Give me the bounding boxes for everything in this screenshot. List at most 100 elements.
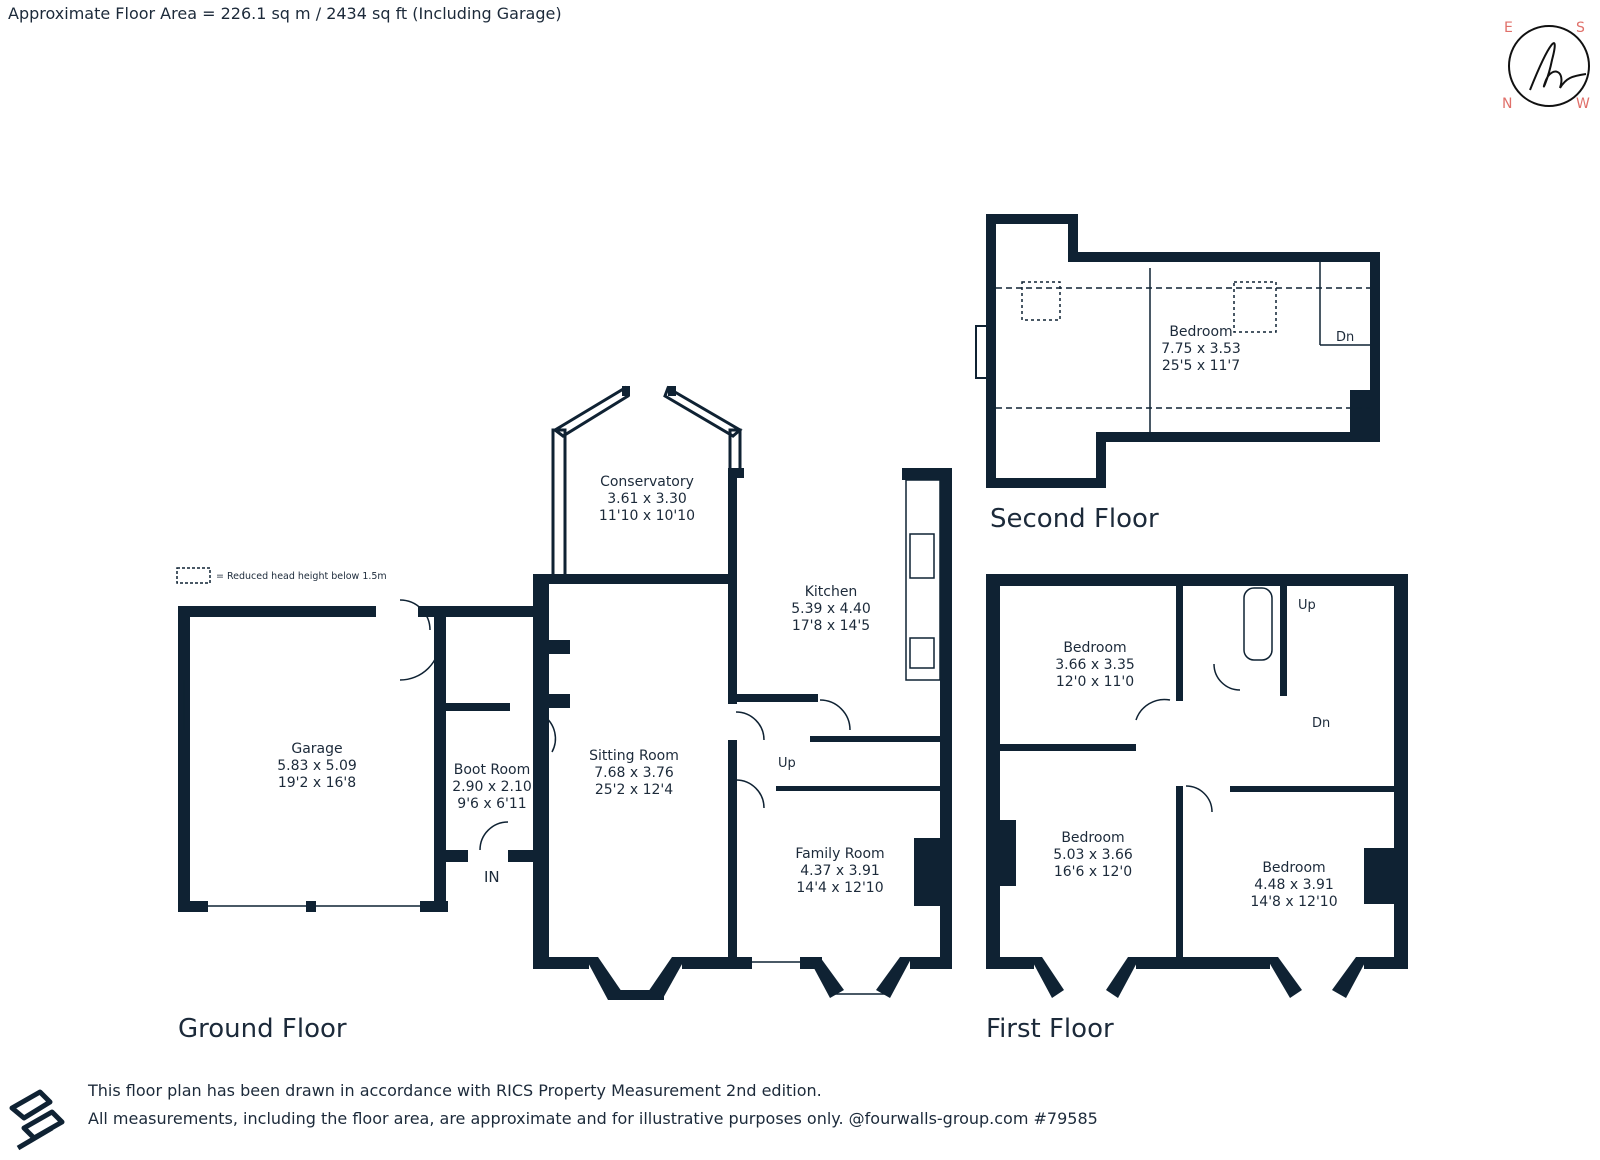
room-imperial: 19'2 x 16'8 [277, 775, 357, 791]
stairs-down-first: Dn [1312, 716, 1331, 731]
room-imperial: 12'0 x 11'0 [1055, 674, 1135, 690]
ff-bay-left-1 [1030, 957, 1064, 998]
bay-left-1 [585, 957, 622, 1000]
room-name: Bedroom [1061, 830, 1125, 846]
bay-left-2 [808, 957, 844, 998]
boot-wall-top [440, 703, 510, 711]
garage-door-post [306, 901, 316, 912]
second-floor-title: Second Floor [990, 504, 1159, 534]
ff-bath-wall-left [1176, 586, 1183, 701]
east-wall [940, 468, 952, 968]
sf-wall-bottom [1096, 432, 1380, 442]
ff-bay-right-2 [1332, 957, 1368, 998]
ff-bay-right-1 [1106, 957, 1140, 998]
bath-tub [1243, 587, 1273, 661]
room-imperial: 16'6 x 12'0 [1053, 864, 1133, 880]
family-chimney [914, 838, 942, 906]
room-name: Bedroom [1063, 640, 1127, 656]
footer-disclaimer: All measurements, including the floor ar… [88, 1109, 1098, 1128]
room-sitting: Sitting Room 7.68 x 3.76 25'2 x 12'4 [574, 748, 694, 799]
room-name: Sitting Room [589, 748, 679, 764]
sitting-wall-top [533, 574, 733, 584]
bed3-door-arc [1185, 785, 1213, 813]
sitting-wall-bottom-left [533, 957, 589, 969]
garage-wall-right [434, 606, 446, 912]
room-name: Conservatory [600, 474, 694, 490]
room-metric: 3.66 x 3.35 [1055, 657, 1135, 673]
ff-bay-left-2 [1266, 957, 1302, 998]
ff-bath-wall-right [1280, 586, 1287, 696]
family-door-arc [735, 779, 765, 809]
skylight-2 [1233, 281, 1277, 333]
room-metric: 2.90 x 2.10 [452, 779, 532, 795]
ff-chimney-right [1364, 848, 1394, 904]
sf-wall-step [1068, 214, 1078, 258]
kitchen-wall-bottom [728, 694, 818, 702]
cons-door-post-right [668, 386, 676, 396]
stairs-up-ground: Up [778, 756, 796, 771]
room-imperial: 14'8 x 12'10 [1250, 894, 1338, 910]
garage-wall-bottom-left [178, 901, 208, 912]
chimney-2 [546, 694, 570, 708]
boot-wall-bottom-left [440, 850, 468, 862]
room-metric: 5.83 x 5.09 [277, 758, 357, 774]
sf-wall-top [1068, 252, 1378, 262]
room-name: Bedroom [1262, 860, 1326, 876]
legend-text: = Reduced head height below 1.5m [216, 571, 387, 582]
room-metric: 7.68 x 3.76 [594, 765, 674, 781]
room-family: Family Room 4.37 x 3.91 14'4 x 12'10 [778, 846, 902, 897]
ff-bed-divider [1176, 786, 1183, 958]
footer-rics-note: This floor plan has been drawn in accord… [88, 1081, 822, 1100]
family-wall-bottom-right [910, 957, 952, 969]
stairs-up-first: Up [1298, 598, 1316, 613]
room-bedroom-3: Bedroom 4.48 x 3.91 14'8 x 12'10 [1236, 860, 1352, 911]
room-garage: Garage 5.83 x 5.09 19'2 x 16'8 [262, 741, 372, 792]
room-metric: 3.61 x 3.30 [607, 491, 687, 507]
sf-wall-right [1370, 252, 1380, 442]
room-metric: 5.39 x 4.40 [791, 601, 871, 617]
sitting-door-arc [543, 715, 557, 753]
room-bedroom-2: Bedroom 5.03 x 3.66 16'6 x 12'0 [1038, 830, 1148, 881]
first-floor-title: First Floor [986, 1014, 1114, 1044]
wc-wall-top [418, 606, 538, 617]
skylight-1 [1021, 281, 1061, 321]
sf-window-left [975, 325, 991, 379]
cons-wall-right [728, 428, 742, 478]
compass-n: N [1502, 96, 1513, 112]
landing-door-arc [1135, 698, 1171, 721]
room-kitchen: Kitchen 5.39 x 4.40 17'8 x 14'5 [776, 584, 886, 635]
kitchen-units [905, 479, 941, 681]
logo-mark-icon [9, 1089, 53, 1121]
room-conservatory: Conservatory 3.61 x 3.30 11'10 x 10'10 [584, 474, 710, 525]
bay-right-2 [876, 957, 912, 998]
bay-bottom-1 [608, 990, 664, 1000]
kitchen-door-arc [819, 699, 851, 731]
cons-door-post-left [622, 386, 630, 396]
room-imperial: 25'2 x 12'4 [594, 782, 674, 798]
garage-wall-left [178, 606, 190, 912]
family-wall-left [728, 740, 737, 966]
room-metric: 4.37 x 3.91 [800, 863, 880, 879]
legend-box [176, 567, 211, 584]
ff-chimney-left [986, 820, 1016, 886]
room-imperial: 17'8 x 14'5 [791, 618, 871, 634]
kitchen-wall-bottom-right [810, 736, 940, 742]
sitting-wall-left [533, 574, 549, 969]
room-name: Boot Room [453, 762, 531, 778]
room-imperial: 11'10 x 10'10 [598, 508, 696, 524]
ff-wall-right [1394, 574, 1408, 968]
bay-right-1 [648, 957, 686, 1000]
bath-door-arc [1213, 663, 1241, 691]
compass-e: E [1504, 20, 1513, 36]
kitchen-wall-left [728, 474, 737, 704]
room-metric: 7.75 x 3.53 [1161, 341, 1241, 357]
kitchen-wall-top-right [902, 468, 952, 480]
cons-roof-right [663, 385, 743, 438]
room-name: Bedroom [1169, 324, 1233, 340]
cons-wall-left [551, 428, 567, 578]
room-name: Garage [291, 741, 343, 757]
room-boot: Boot Room 2.90 x 2.10 9'6 x 6'11 [440, 762, 544, 813]
compass-w: W [1576, 96, 1590, 112]
kitchen-wall-top-left [728, 468, 744, 478]
